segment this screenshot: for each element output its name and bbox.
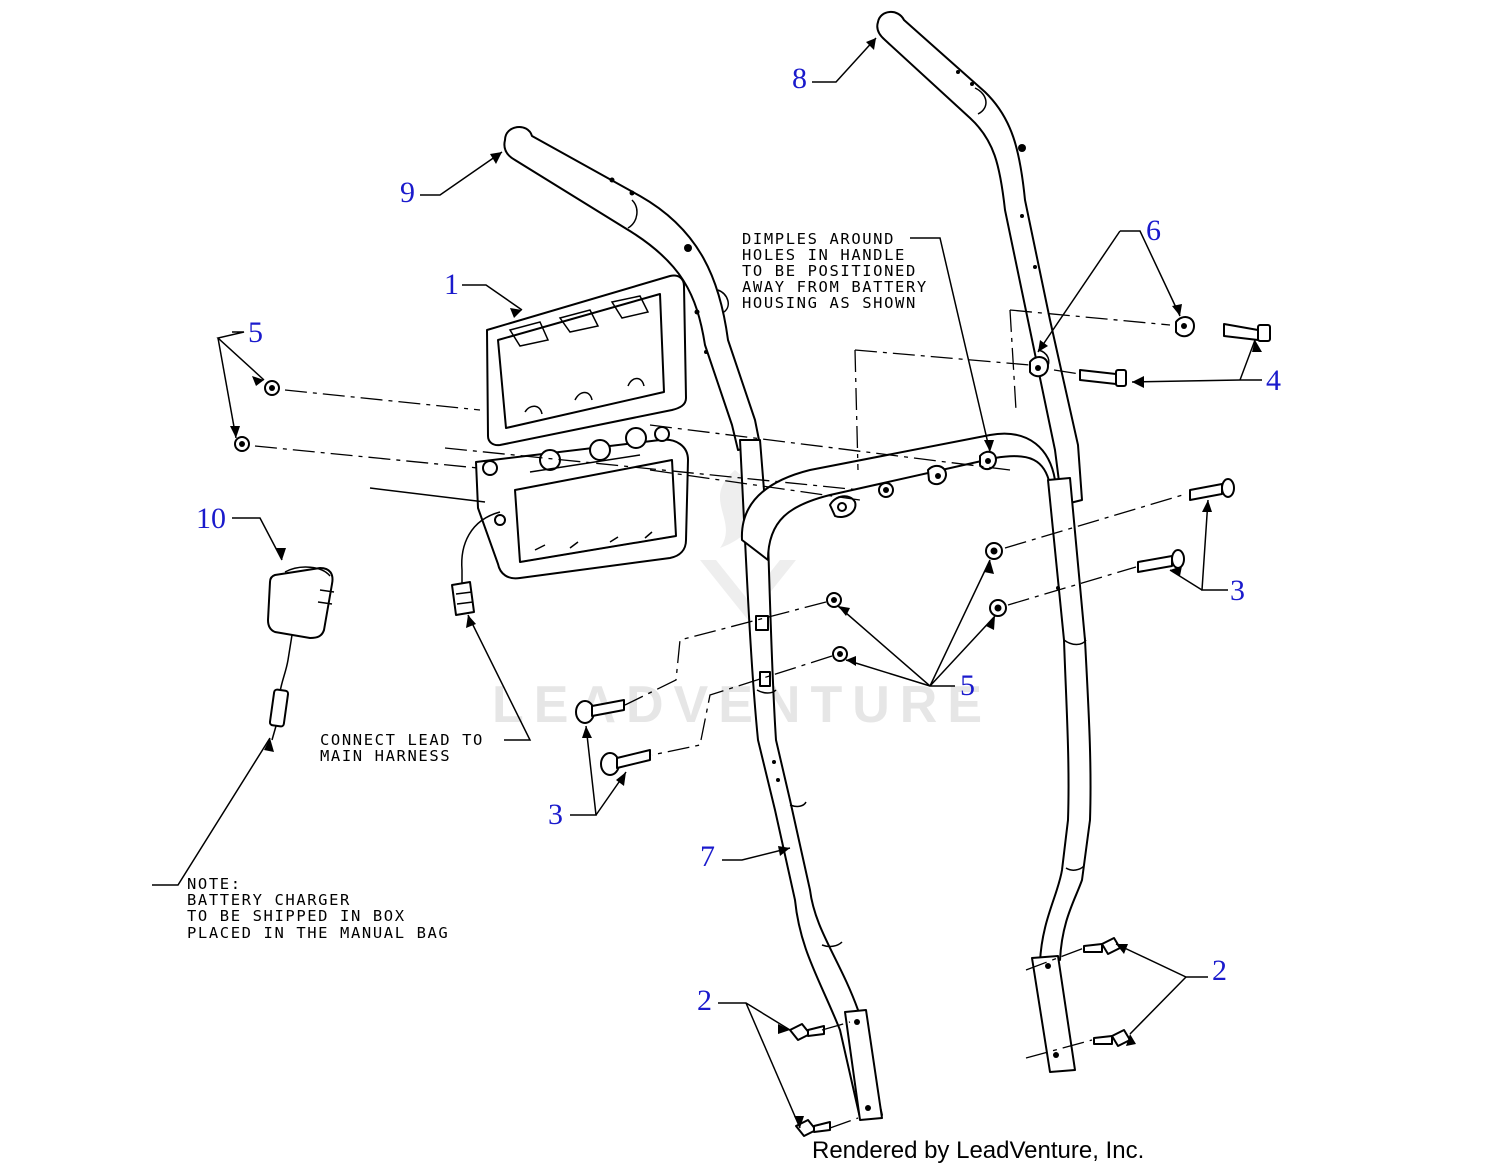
callout-3-right: 3 <box>1230 574 1245 607</box>
callout-10: 10 <box>196 502 226 535</box>
watermark-text: LEADVENTURE <box>492 676 992 734</box>
callout-7: 7 <box>700 840 715 873</box>
svg-text:AWAY FROM BATTERY: AWAY FROM BATTERY <box>742 278 928 296</box>
callout-3-left: 3 <box>548 798 563 831</box>
callout-5-right: 5 <box>960 669 975 702</box>
upper-handle-right <box>876 11 1083 506</box>
callout-9: 9 <box>400 176 415 209</box>
svg-text:MAIN HARNESS: MAIN HARNESS <box>320 747 451 765</box>
assembly-centerlines <box>254 309 1187 1129</box>
upper-handle-left <box>503 126 761 451</box>
callout-numbers: 9 8 1 5 10 6 4 3 5 3 7 2 2 <box>196 62 1281 1017</box>
leader-lines <box>152 37 1262 1129</box>
battery-housing <box>369 274 689 616</box>
callout-5-left: 5 <box>248 316 263 349</box>
svg-text:HOUSING AS SHOWN: HOUSING AS SHOWN <box>742 294 917 312</box>
callout-2-left: 2 <box>697 984 712 1017</box>
svg-text:TO BE SHIPPED IN BOX: TO BE SHIPPED IN BOX <box>187 907 406 925</box>
callout-8: 8 <box>792 62 807 95</box>
svg-text:DIMPLES AROUND: DIMPLES AROUND <box>742 230 895 248</box>
battery-charger <box>267 566 335 741</box>
svg-text:NOTE:: NOTE: <box>187 875 242 893</box>
note-connect-lead: CONNECT LEAD TO MAIN HARNESS <box>320 731 484 765</box>
hardware <box>234 316 1271 1137</box>
callout-6: 6 <box>1146 214 1161 247</box>
credit-text: Rendered by LeadVenture, Inc. <box>812 1137 1144 1164</box>
callout-1: 1 <box>444 268 459 301</box>
lower-handle-frame <box>739 432 1092 1121</box>
svg-text:CONNECT LEAD TO: CONNECT LEAD TO <box>320 731 484 749</box>
callout-4: 4 <box>1266 364 1281 397</box>
svg-text:BATTERY CHARGER: BATTERY CHARGER <box>187 891 351 909</box>
note-battery-charger: NOTE: BATTERY CHARGER TO BE SHIPPED IN B… <box>187 875 449 942</box>
svg-text:HOLES IN HANDLE: HOLES IN HANDLE <box>742 246 906 264</box>
svg-text:PLACED IN THE MANUAL BAG: PLACED IN THE MANUAL BAG <box>187 924 449 942</box>
note-dimples: DIMPLES AROUND HOLES IN HANDLE TO BE POS… <box>742 230 928 312</box>
callout-2-right: 2 <box>1212 954 1227 987</box>
svg-text:TO BE POSITIONED: TO BE POSITIONED <box>742 262 917 280</box>
arrowheads <box>230 38 1262 1128</box>
